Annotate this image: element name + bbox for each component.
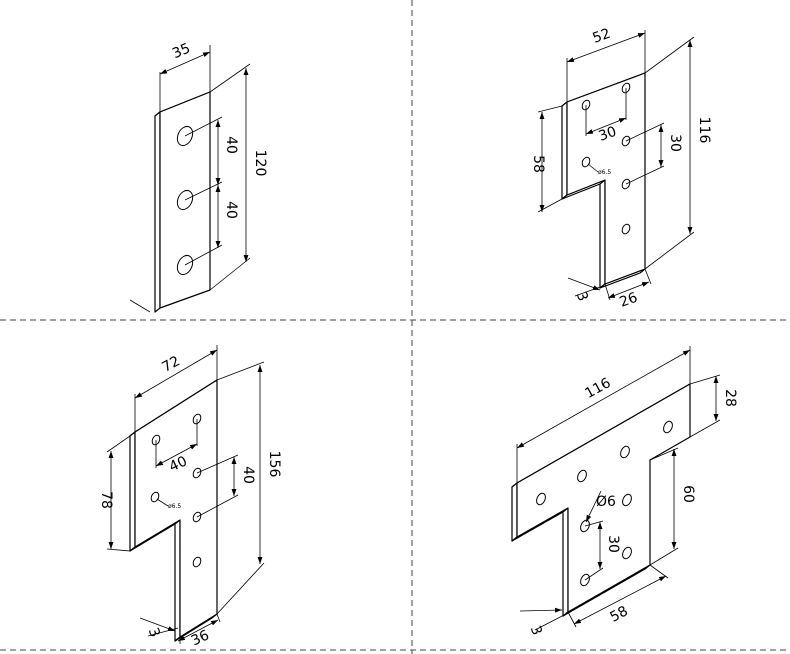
dimension-height: 28 [722,389,738,407]
large-t-plate-drawing: 72 156 78 40 40 ø6.5 36 3 [98,345,282,649]
hole-diameter-label: Ø6 [596,494,616,510]
dimension-width: 35 [170,40,193,62]
dimension-hole-gap-x: 30 [597,124,619,145]
dimension-height: 156 [266,451,282,478]
dimension-hole-gap-x: 40 [167,453,190,475]
dimension-pitch-1: 40 [223,136,239,154]
plate-side-edge [561,101,568,200]
dimension-arm-height: 58 [530,155,546,173]
thickness-leader [129,299,151,313]
dimension-height: 116 [696,117,712,144]
dimension-stem-width: 26 [618,290,640,311]
wide-t-plate-drawing: 116 28 60 Ø6 30 58 3 [511,346,738,638]
straight-plate-drawing: 35 120 40 40 [129,40,268,313]
dimension-hole-gap: 30 [605,535,621,553]
dimension-width: 52 [591,26,613,47]
hole-diameter-label: ø6.5 [168,503,181,510]
dimension-hole-gap-y: 30 [667,134,683,152]
dimension-width: 116 [582,375,613,402]
stem-side-edge [174,519,181,642]
dimension-height: 120 [252,150,268,177]
dimension-stem-width: 36 [189,627,212,649]
dimension-arm-height: 78 [98,491,114,509]
dimension-width: 72 [159,353,182,375]
small-t-plate-drawing: 52 116 58 30 30 ø6.5 26 3 [530,26,712,311]
dimension-stem-height: 60 [680,485,696,503]
dimension-hole-gap-y: 40 [240,466,256,484]
plate-side-edge [511,482,518,542]
plate-face [566,72,646,285]
dimension-pitch-2: 40 [223,201,239,219]
hole-diameter-label: ø6.5 [598,169,611,176]
dimension-thickness: 3 [145,626,163,640]
dimension-stem-width: 58 [607,603,630,625]
dimension-thickness: 3 [573,290,591,304]
stem-side-edge [562,507,569,617]
plate-side-edge [154,111,161,313]
plate-side-edge [129,431,136,552]
dimension-thickness: 3 [527,624,545,638]
stem-side-edge [599,179,606,289]
